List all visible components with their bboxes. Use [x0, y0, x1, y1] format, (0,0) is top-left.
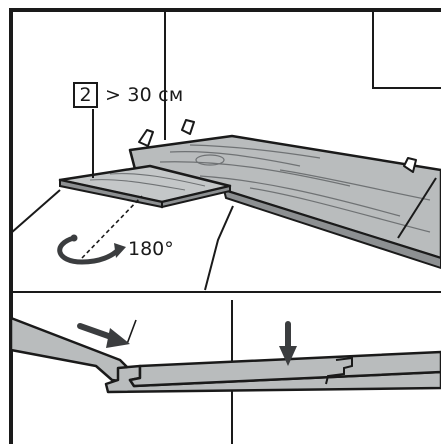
press-down-arrow-icon — [279, 321, 297, 366]
rotate-180-icon — [57, 234, 126, 265]
step-number: 2 — [79, 83, 92, 106]
step-callout: 2 > 30 см — [73, 80, 183, 110]
cut-plank — [58, 164, 232, 209]
diagram-frame — [9, 8, 441, 444]
rotation-axis — [81, 195, 143, 259]
rotation-angle-label: 180° — [128, 238, 174, 260]
flat-plank-section — [104, 350, 441, 394]
installed-plank-row — [128, 119, 441, 270]
insert-arrow-icon — [77, 323, 130, 348]
step-number-box: 2 — [73, 82, 98, 108]
distance-label: > 30 см — [105, 84, 184, 106]
